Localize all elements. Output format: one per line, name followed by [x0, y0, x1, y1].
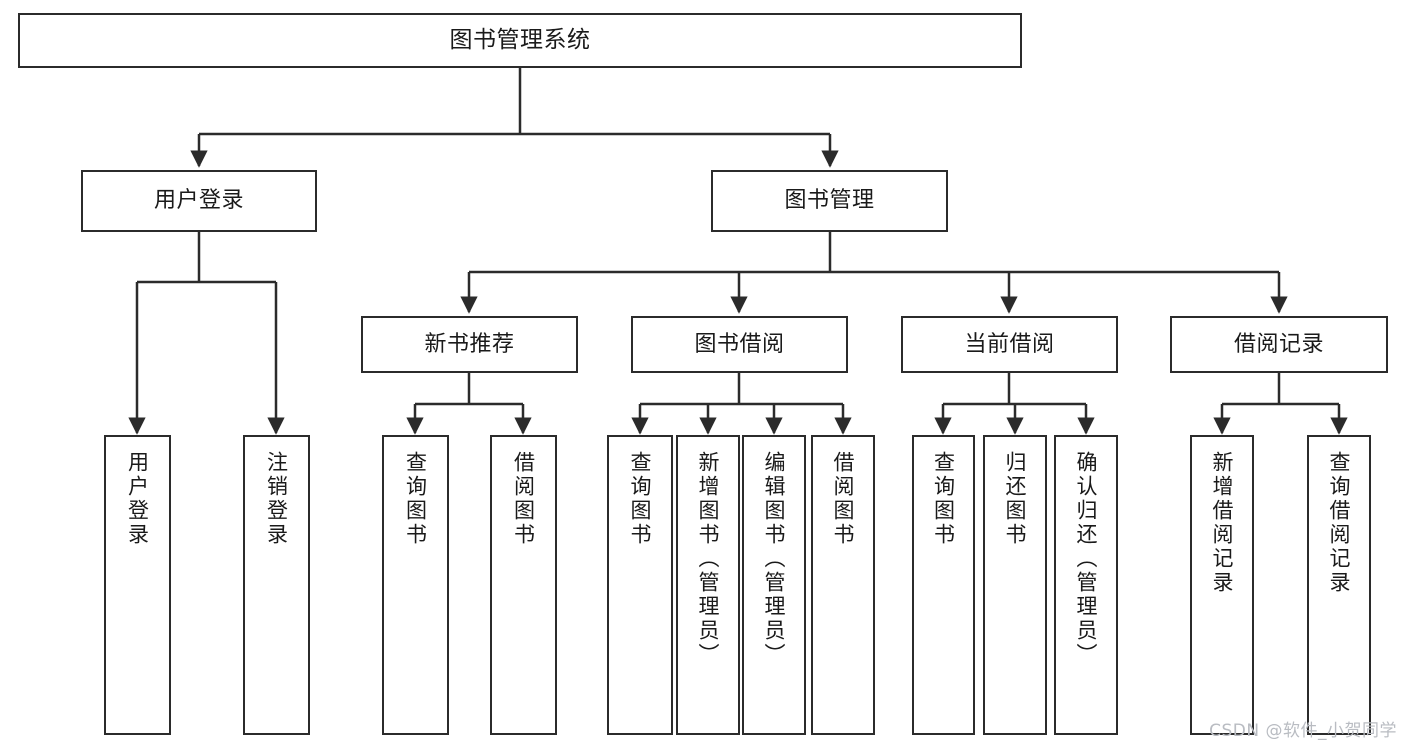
- node-leaf-return-book-label: 归还图书: [1003, 451, 1028, 547]
- node-leaf-return-book[interactable]: 归还图书: [983, 435, 1047, 735]
- node-leaf-query-book-2[interactable]: 查询图书: [607, 435, 673, 735]
- node-leaf-borrow-book-1-label: 借阅图书: [511, 451, 536, 547]
- node-leaf-query-book-2-label: 查询图书: [628, 451, 653, 547]
- node-leaf-add-record-label: 新增借阅记录: [1210, 451, 1235, 595]
- node-leaf-add-book[interactable]: 新增图书（管理员）: [676, 435, 740, 735]
- node-leaf-query-book-1[interactable]: 查询图书: [382, 435, 449, 735]
- node-leaf-edit-book-label: 编辑图书（管理员）: [762, 451, 787, 667]
- node-leaf-borrow-book-1[interactable]: 借阅图书: [490, 435, 557, 735]
- node-book-borrow[interactable]: 图书借阅: [631, 316, 848, 373]
- node-leaf-query-book-3[interactable]: 查询图书: [912, 435, 975, 735]
- node-leaf-user-login[interactable]: 用户登录: [104, 435, 171, 735]
- node-new-book-recommend-label: 新书推荐: [424, 331, 515, 357]
- node-leaf-logout-login[interactable]: 注销登录: [243, 435, 310, 735]
- node-root[interactable]: 图书管理系统: [18, 13, 1022, 68]
- node-leaf-borrow-book-2[interactable]: 借阅图书: [811, 435, 875, 735]
- node-leaf-query-record[interactable]: 查询借阅记录: [1307, 435, 1371, 735]
- node-leaf-add-book-label: 新增图书（管理员）: [696, 451, 721, 667]
- node-borrow-record[interactable]: 借阅记录: [1170, 316, 1388, 373]
- node-new-book-recommend[interactable]: 新书推荐: [361, 316, 578, 373]
- csdn-watermark: CSDN @软件_小贺同学: [1209, 721, 1397, 741]
- node-leaf-borrow-book-2-label: 借阅图书: [831, 451, 856, 547]
- node-book-borrow-label: 图书借阅: [694, 331, 785, 357]
- node-leaf-confirm-return[interactable]: 确认归还（管理员）: [1054, 435, 1118, 735]
- node-user-login[interactable]: 用户登录: [81, 170, 317, 232]
- node-leaf-query-book-3-label: 查询图书: [931, 451, 956, 547]
- node-leaf-confirm-return-label: 确认归还（管理员）: [1074, 451, 1099, 667]
- node-current-borrow-label: 当前借阅: [964, 331, 1055, 357]
- node-current-borrow[interactable]: 当前借阅: [901, 316, 1118, 373]
- node-leaf-user-login-label: 用户登录: [125, 451, 150, 547]
- node-user-login-label: 用户登录: [153, 188, 244, 214]
- node-book-management-label: 图书管理: [784, 188, 875, 214]
- node-leaf-query-record-label: 查询借阅记录: [1327, 451, 1352, 595]
- node-root-label: 图书管理系统: [449, 26, 591, 53]
- node-leaf-query-book-1-label: 查询图书: [403, 451, 428, 547]
- node-borrow-record-label: 借阅记录: [1233, 331, 1324, 357]
- node-leaf-logout-login-label: 注销登录: [264, 451, 289, 547]
- node-leaf-edit-book[interactable]: 编辑图书（管理员）: [742, 435, 806, 735]
- node-leaf-add-record[interactable]: 新增借阅记录: [1190, 435, 1254, 735]
- node-book-management[interactable]: 图书管理: [711, 170, 948, 232]
